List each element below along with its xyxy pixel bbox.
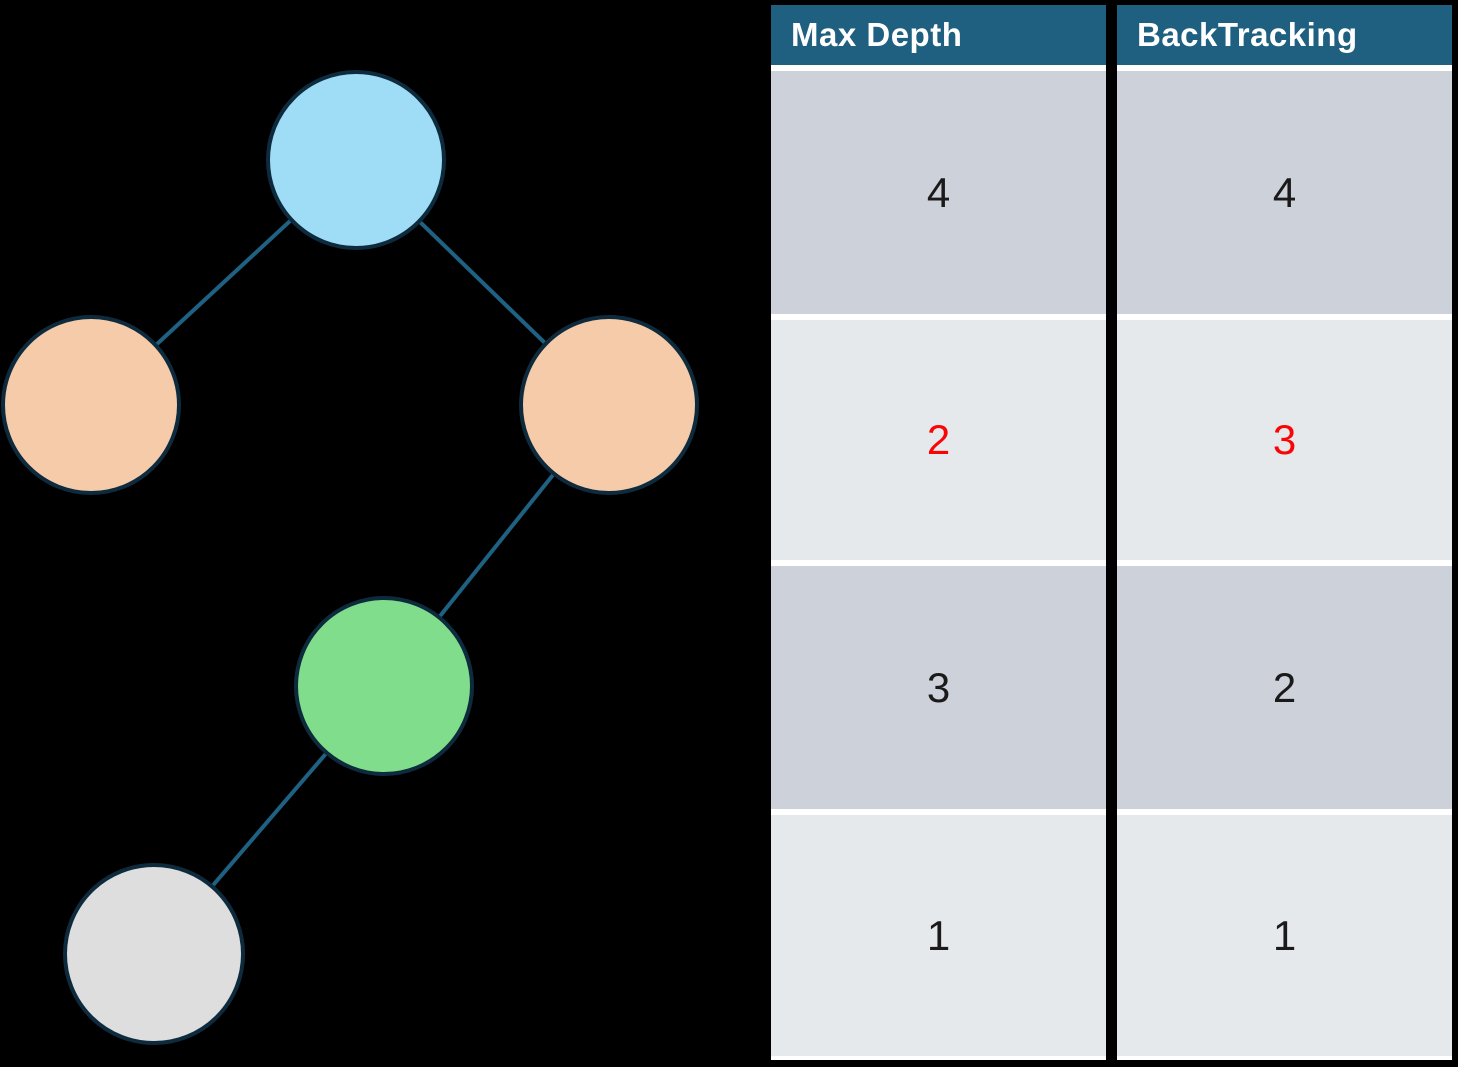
table-header-max-depth: Max Depth [771,5,1106,65]
table-row: 1 [771,815,1106,1056]
binary-tree-diagram [1,70,699,1045]
table-row: 3 [771,566,1106,809]
table-row: 2 [1117,566,1452,809]
table-row: 4 [1117,71,1452,314]
tree-node-right-left-grandchild-green [294,596,474,776]
tree-node-root-blue [266,70,446,250]
tree-node-right-child-orange [519,315,699,495]
table-row: 3 [1117,320,1452,560]
table-header-backtracking: BackTracking [1117,5,1452,65]
table-row: 2 [771,320,1106,560]
table-row: 4 [771,71,1106,314]
table-row: 1 [1117,815,1452,1056]
tree-node-left-leaf-gray [63,863,245,1045]
tree-node-left-child-orange [1,315,181,495]
